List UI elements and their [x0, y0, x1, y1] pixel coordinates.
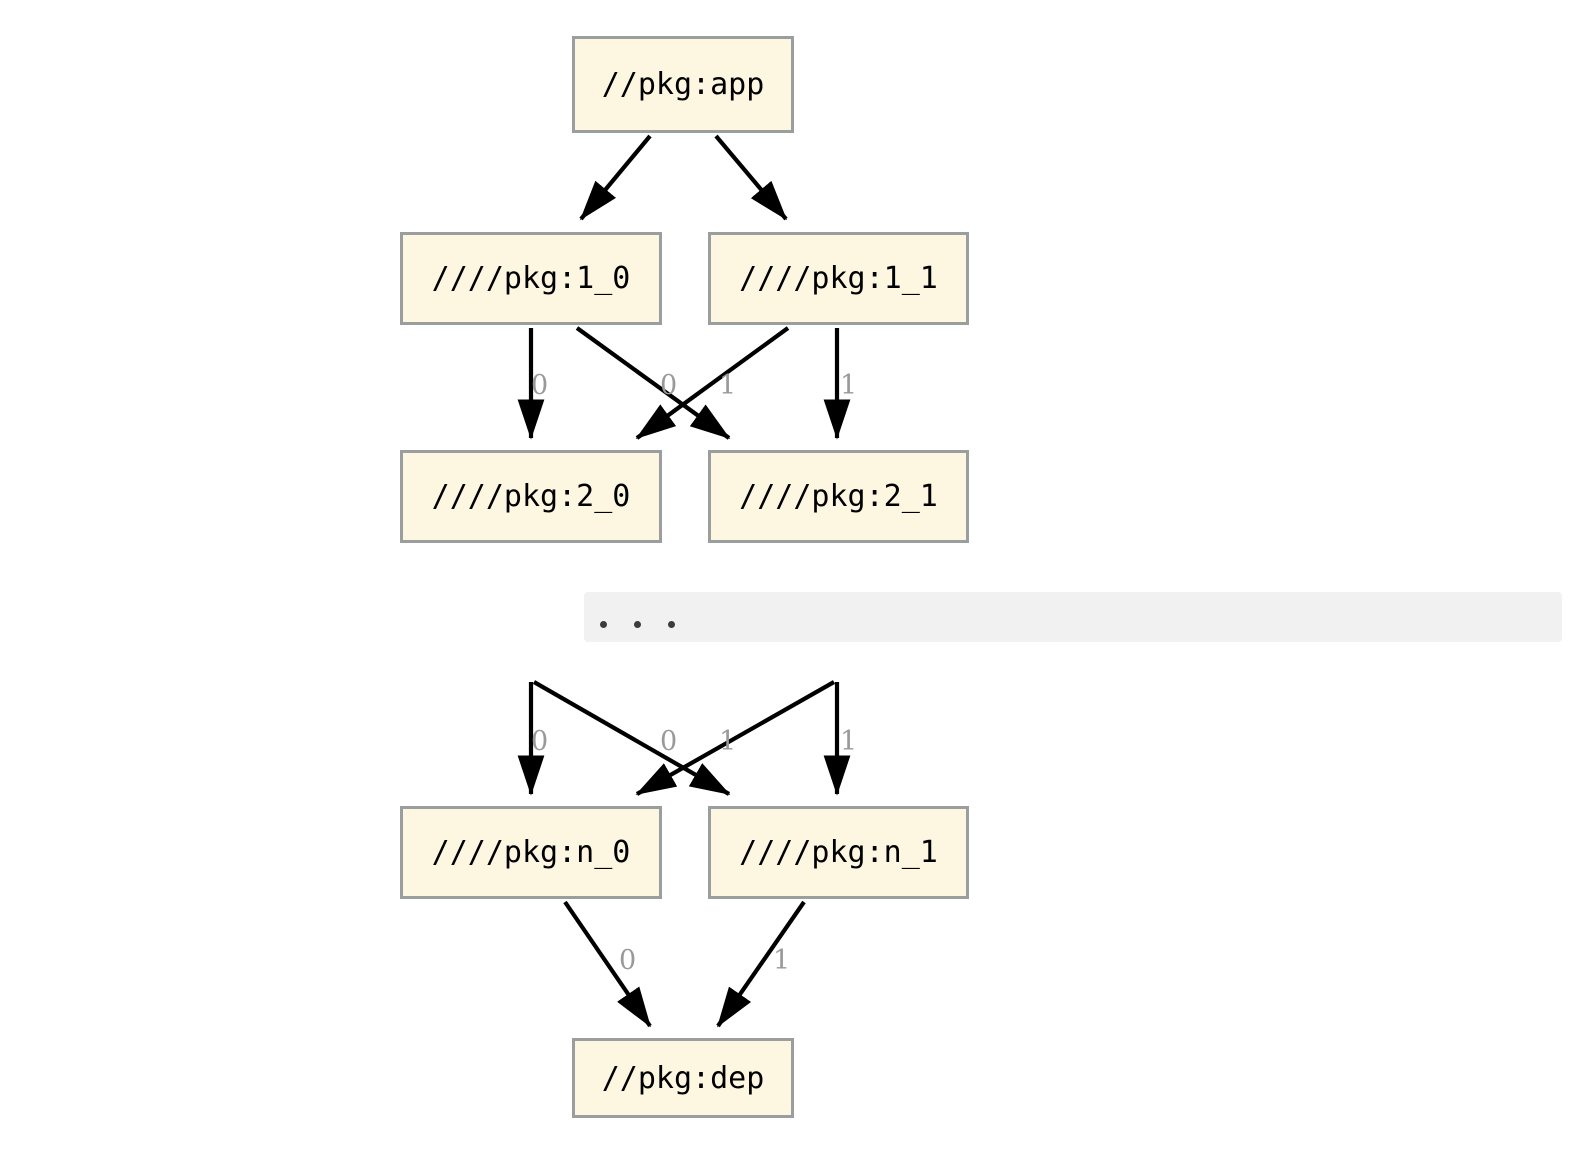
node-label: ////pkg:2_0 — [431, 479, 631, 514]
edge-n_0-to-dep — [563, 900, 652, 1028]
node-pkg-2_1[interactable]: ////pkg:2_1 — [708, 450, 969, 543]
node-pkg-n_0[interactable]: ////pkg:n_0 — [400, 806, 662, 899]
node-pkg-2_0[interactable]: ////pkg:2_0 — [400, 450, 662, 543]
edge-1_1-to-2_0 — [635, 326, 790, 440]
node-label: ////pkg:1_1 — [739, 261, 938, 296]
ellipsis-dot-icon — [600, 621, 607, 628]
edge-label-1_0-2_0: 0 — [531, 370, 549, 401]
node-pkg-dep[interactable]: //pkg:dep — [572, 1038, 794, 1118]
edge-label-n_1-dep: 1 — [773, 945, 791, 976]
node-label: //pkg:app — [601, 67, 765, 102]
edge-1_0-to-2_1 — [575, 326, 731, 440]
edge-label-trunc-n_0-cross: 0 — [660, 726, 678, 757]
ellipsis-separator — [584, 592, 1562, 642]
edge-n_1-to-dep — [716, 900, 806, 1028]
edge-app-to-1_0 — [579, 134, 652, 221]
ellipsis-dot-icon — [668, 621, 675, 628]
edge-label-n_0-dep: 0 — [619, 945, 637, 976]
edge-truncated-to-n_0-cross — [635, 680, 836, 796]
edge-label-trunc-n_0: 0 — [531, 726, 549, 757]
edge-label-1_1-2_0: 0 — [660, 370, 678, 401]
node-pkg-app[interactable]: //pkg:app — [572, 36, 794, 133]
ellipsis-dots-icon — [600, 621, 675, 628]
node-label: //pkg:dep — [601, 1060, 765, 1096]
node-label: ////pkg:1_0 — [431, 261, 631, 296]
edge-truncated-to-n_1-cross — [532, 680, 731, 796]
edge-label-1_1-2_1: 1 — [840, 370, 858, 401]
node-pkg-1_0[interactable]: ////pkg:1_0 — [400, 232, 662, 325]
edge-app-to-1_1 — [714, 134, 788, 221]
node-pkg-n_1[interactable]: ////pkg:n_1 — [708, 806, 969, 899]
node-label: ////pkg:n_1 — [739, 835, 938, 870]
node-pkg-1_1[interactable]: ////pkg:1_1 — [708, 232, 969, 325]
edge-label-1_0-2_1: 1 — [719, 370, 737, 401]
edge-label-trunc-n_1: 1 — [840, 726, 858, 757]
node-label: ////pkg:n_0 — [431, 835, 631, 870]
ellipsis-dot-icon — [634, 621, 641, 628]
edge-label-trunc-n_1-cross: 1 — [719, 726, 737, 757]
node-label: ////pkg:2_1 — [739, 479, 938, 514]
